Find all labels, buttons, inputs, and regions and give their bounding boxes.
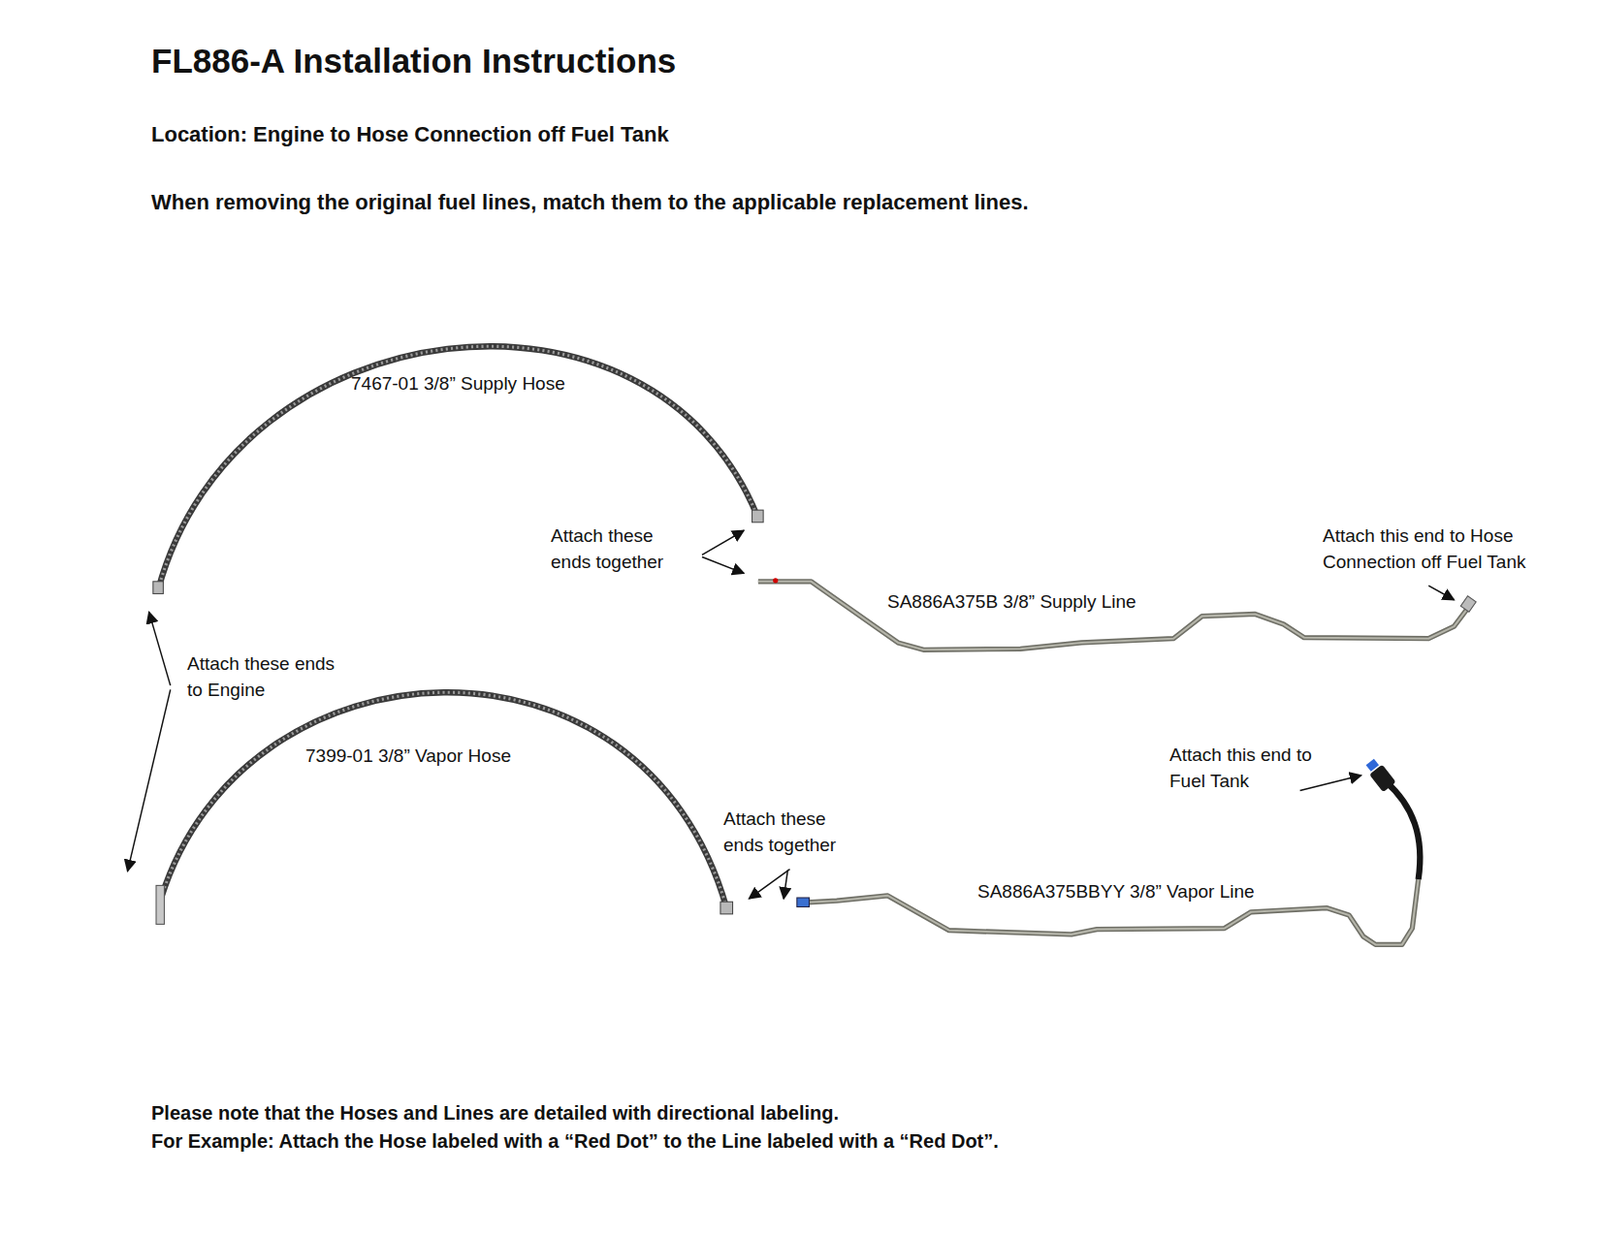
callout-text: Attach this end to Fuel Tank: [1169, 742, 1346, 796]
vapor-line: [797, 759, 1421, 946]
part-label: 7399-01 3/8” Vapor Hose: [305, 743, 512, 770]
callout-text: Attach these ends together: [550, 523, 675, 576]
part-label: 7467-01 3/8” Supply Hose: [351, 371, 566, 398]
part-label: SA886A375B 3/8” Supply Line: [887, 589, 1137, 616]
footnote: For Example: Attach the Hose labeled wit…: [151, 1127, 999, 1155]
leader-arrows: [128, 530, 1455, 899]
footnote: Please note that the Hoses and Lines are…: [151, 1099, 839, 1127]
page-title: FL886-A Installation Instructions: [151, 36, 676, 86]
vapor-hose: [156, 692, 734, 925]
part-label: SA886A375BBYY 3/8” Vapor Line: [977, 879, 1255, 906]
callout-text: Attach these ends together: [723, 806, 848, 860]
callout-text: Attach these ends to Engine: [187, 651, 352, 704]
supply-hose: [153, 346, 764, 594]
instruction-note: When removing the original fuel lines, m…: [151, 187, 1029, 218]
location-heading: Location: Engine to Hose Connection off …: [151, 119, 670, 150]
callout-text: Attach this end to Hose Connection off F…: [1322, 523, 1538, 576]
supply-line: [758, 577, 1476, 650]
